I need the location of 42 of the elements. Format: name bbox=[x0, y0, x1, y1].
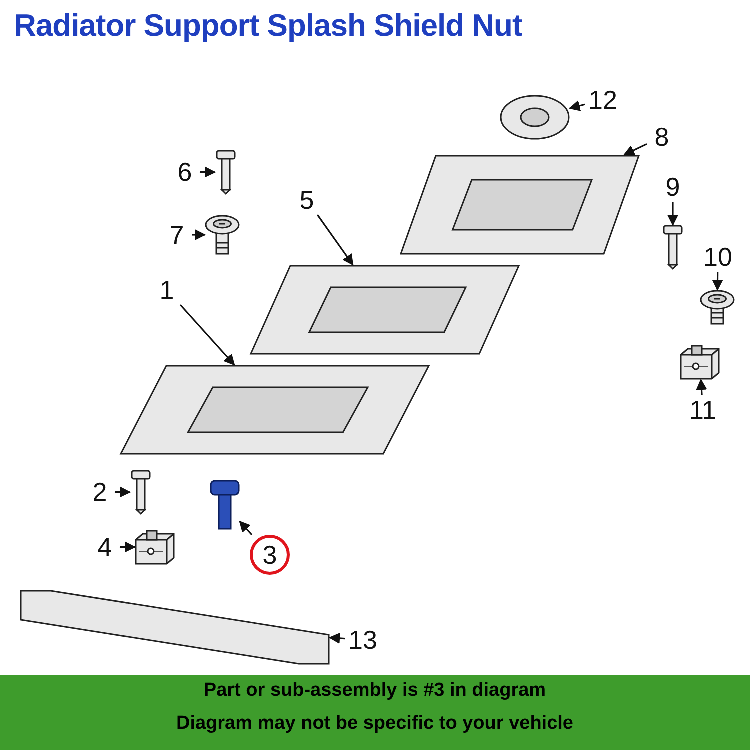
callout-number: 7 bbox=[162, 220, 192, 250]
notice-text: Diagram may not be specific to your vehicle bbox=[176, 713, 574, 735]
leader-arrow bbox=[180, 304, 236, 366]
callout-number: 11 bbox=[685, 395, 721, 425]
notice-text: Part or sub-assembly is #3 in diagram bbox=[204, 680, 546, 702]
callout-number: 5 bbox=[292, 185, 322, 215]
leader-arrow bbox=[115, 486, 132, 498]
callout-number: 8 bbox=[647, 122, 677, 152]
callout-number: 9 bbox=[658, 172, 688, 202]
splash-shield-drawing bbox=[400, 155, 640, 255]
leader-arrow bbox=[120, 542, 136, 553]
callout-number: 2 bbox=[85, 477, 115, 507]
leader-arrow bbox=[667, 202, 679, 226]
clip-nut-drawing bbox=[680, 345, 720, 380]
callout-number: 4 bbox=[90, 532, 120, 562]
screw-drawing bbox=[215, 150, 237, 195]
circled-callout-number: 3 bbox=[250, 535, 290, 575]
callout-number: 6 bbox=[170, 157, 200, 187]
leader-arrow bbox=[239, 520, 253, 536]
push-rivet-drawing bbox=[700, 290, 735, 325]
splash-shield-drawing bbox=[250, 265, 520, 355]
leader-arrow bbox=[568, 100, 586, 112]
leader-arrow bbox=[192, 229, 206, 241]
title: Radiator Support Splash Shield Nut bbox=[14, 8, 522, 44]
splash-shield-drawing bbox=[120, 365, 430, 455]
leader-arrow bbox=[623, 143, 648, 156]
leader-arrow bbox=[316, 214, 354, 266]
leader-arrow bbox=[200, 166, 216, 178]
callout-number: 1 bbox=[152, 275, 182, 305]
callout-number: 13 bbox=[345, 625, 381, 655]
clip-nut-drawing bbox=[135, 530, 175, 565]
callout-number: 10 bbox=[700, 242, 736, 272]
leader-arrow bbox=[712, 272, 724, 292]
callout-number: 12 bbox=[585, 85, 621, 115]
nut-drawing bbox=[210, 480, 240, 530]
bumper-bar-drawing bbox=[20, 590, 330, 665]
leader-arrow bbox=[328, 632, 346, 644]
push-rivet-drawing bbox=[205, 215, 240, 255]
screw-drawing bbox=[130, 470, 152, 515]
screw-drawing bbox=[662, 225, 684, 270]
plate-drawing bbox=[500, 95, 570, 140]
leader-arrow bbox=[696, 378, 708, 396]
